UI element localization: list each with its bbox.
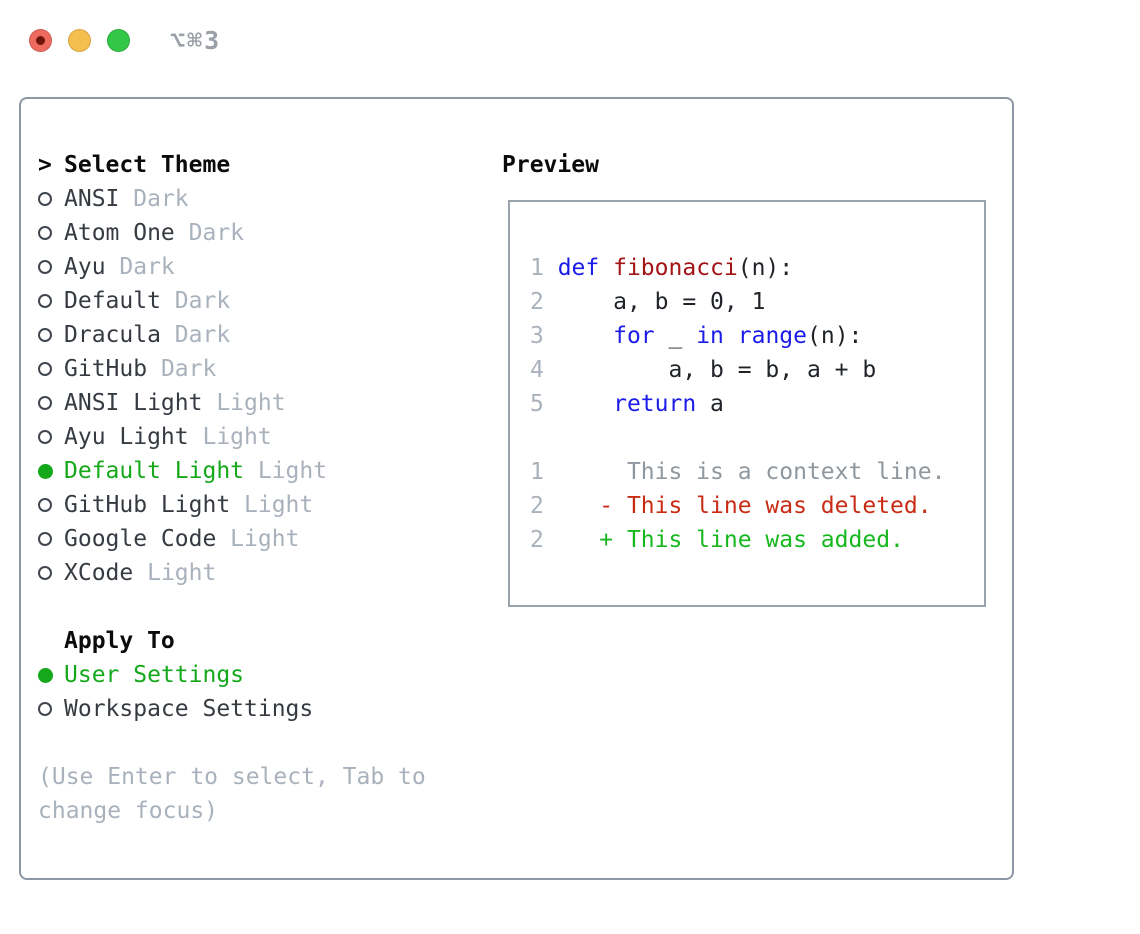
radio-icon <box>38 430 64 444</box>
radio-selected-icon <box>38 667 64 683</box>
radio-icon <box>38 532 64 546</box>
theme-variant-label: Dark <box>160 288 231 314</box>
preview-box: 1 def fibonacci(n): 2 a, b = 0, 1 3 for _ … <box>508 200 986 607</box>
theme-variant-label: Light <box>133 560 217 586</box>
theme-variant-label: Dark <box>147 356 217 382</box>
option-label: GitHub <box>64 356 148 382</box>
preview-code-line: 4 a, b = b, a + b <box>530 357 877 383</box>
preview-code-line: 1 This is a context line. <box>530 459 946 485</box>
option-label: GitHub Light <box>64 492 231 518</box>
close-button[interactable] <box>29 29 52 52</box>
theme-option-ayu[interactable]: Ayu Dark <box>38 250 490 284</box>
radio-icon <box>38 498 64 512</box>
radio-icon <box>38 294 64 308</box>
theme-variant-label: Light <box>188 424 272 450</box>
theme-variant-label: Light <box>202 390 286 416</box>
preview-code-line: 1 def fibonacci(n): <box>530 255 794 281</box>
cursor-arrow-icon: > <box>38 152 52 178</box>
radio-icon <box>38 260 64 274</box>
minimize-button[interactable] <box>68 29 91 52</box>
option-label: ANSI <box>64 186 120 212</box>
option-label: Atom One <box>64 220 175 246</box>
theme-option-default-light[interactable]: Default Light Light <box>38 454 490 488</box>
option-label: Ayu <box>64 254 106 280</box>
select-theme-header: > Select Theme <box>38 148 490 182</box>
preview-code-line: 2 + This line was added. <box>530 527 904 553</box>
theme-variant-label: Light <box>244 458 328 484</box>
preview-code-line <box>530 421 984 455</box>
theme-option-atom-one[interactable]: Atom One Dark <box>38 216 490 250</box>
radio-icon <box>38 396 64 410</box>
preview-column: Preview 1 def fibonacci(n): 2 a, b = 0, 1… <box>502 148 986 607</box>
hint-text: (Use Enter to select, Tab to change focu… <box>38 764 426 824</box>
theme-option-default[interactable]: Default Dark <box>38 284 490 318</box>
radio-icon <box>38 566 64 580</box>
radio-icon <box>38 362 64 376</box>
select-theme-label: Select Theme <box>64 152 231 178</box>
theme-option-github-light[interactable]: GitHub Light Light <box>38 488 490 522</box>
option-label: Workspace Settings <box>64 696 314 722</box>
radio-icon <box>38 702 64 716</box>
window-title: ⌥⌘3 <box>170 26 222 55</box>
theme-variant-label: Light <box>216 526 300 552</box>
apply-to-header: Apply To <box>38 624 490 658</box>
theme-option-google-code[interactable]: Google Code Light <box>38 522 490 556</box>
theme-variant-label: Dark <box>119 186 189 212</box>
theme-option-dracula[interactable]: Dracula Dark <box>38 318 490 352</box>
option-label: User Settings <box>64 662 245 688</box>
preview-code-line: 3 for _ in range(n): <box>530 323 863 349</box>
option-label: XCode <box>64 560 134 586</box>
radio-icon <box>38 226 64 240</box>
zoom-button[interactable] <box>107 29 130 52</box>
radio-icon <box>38 328 64 342</box>
option-label: Google Code <box>64 526 217 552</box>
option-label: Ayu Light <box>64 424 189 450</box>
theme-option-ayu-light[interactable]: Ayu Light Light <box>38 420 490 454</box>
theme-variant-label: Light <box>230 492 314 518</box>
apply-option-user-settings[interactable]: User Settings <box>38 658 490 692</box>
preview-code-line: 2 - This line was deleted. <box>530 493 932 519</box>
apply-to-label: Apply To <box>64 628 175 654</box>
theme-variant-label: Dark <box>160 322 231 348</box>
theme-option-ansi[interactable]: ANSI Dark <box>38 182 490 216</box>
radio-selected-icon <box>38 463 64 479</box>
option-label: Default <box>64 288 161 314</box>
theme-variant-label: Dark <box>105 254 175 280</box>
theme-option-xcode[interactable]: XCode Light <box>38 556 490 590</box>
theme-option-github[interactable]: GitHub Dark <box>38 352 490 386</box>
preview-code-line: 5 return a <box>530 391 724 417</box>
preview-title: Preview <box>502 152 599 178</box>
radio-icon <box>38 192 64 206</box>
option-label: Default Light <box>64 458 245 484</box>
theme-variant-label: Dark <box>174 220 245 246</box>
apply-option-workspace-settings[interactable]: Workspace Settings <box>38 692 490 726</box>
option-label: Dracula <box>64 322 161 348</box>
option-label: ANSI Light <box>64 390 203 416</box>
modified-dot-icon <box>36 36 45 45</box>
window-titlebar: ⌥⌘3 <box>29 26 221 55</box>
theme-option-ansi-light[interactable]: ANSI Light Light <box>38 386 490 420</box>
preview-code-line: 2 a, b = 0, 1 <box>530 289 766 315</box>
